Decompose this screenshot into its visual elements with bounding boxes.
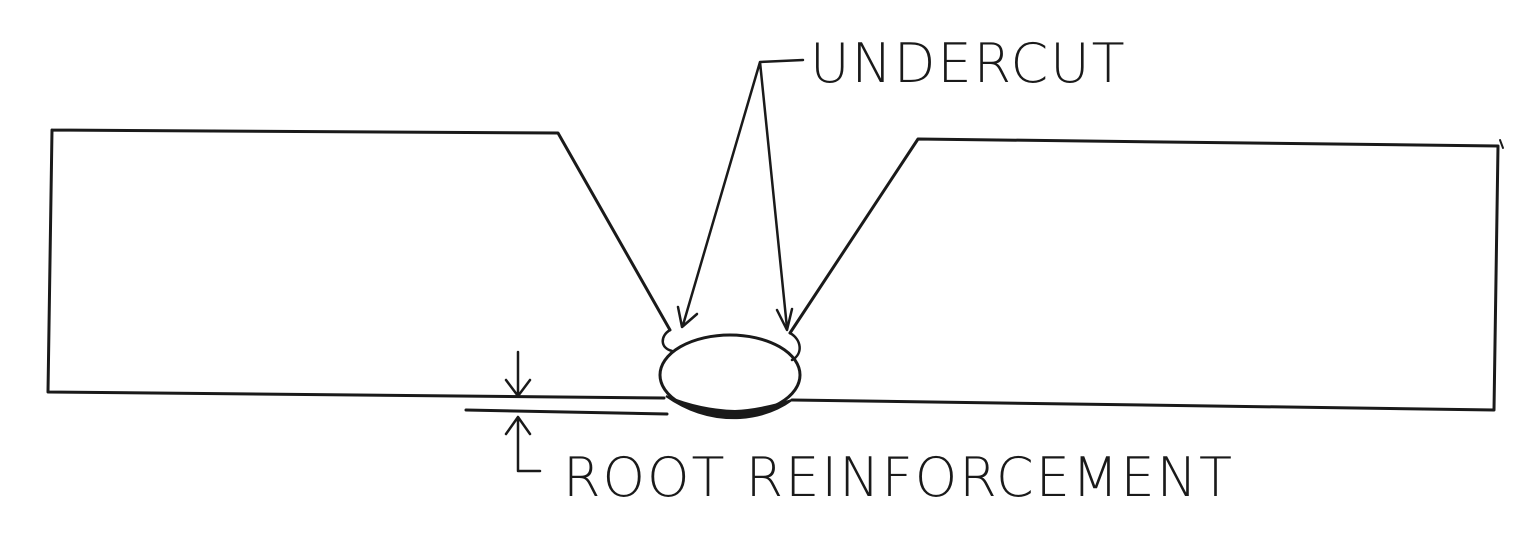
root-reinforcement-bulge <box>665 395 793 420</box>
undercut-left-notch <box>661 328 674 353</box>
undercut-label: UNDERCUT <box>810 32 1127 95</box>
reference-line <box>464 408 669 416</box>
undercut-arrowhead-right <box>775 307 794 332</box>
dimension-arrow-down <box>504 350 532 398</box>
right-plate-edge-tick <box>1499 139 1504 149</box>
undercut-arrowhead-left <box>676 305 699 329</box>
left-plate-outline <box>46 128 672 400</box>
root-reinforcement-label: ROOT REINFORCEMENT <box>563 446 1234 509</box>
right-plate-outline <box>788 137 1500 412</box>
undercut-leader <box>681 58 805 330</box>
dimension-arrow-up <box>504 415 542 473</box>
